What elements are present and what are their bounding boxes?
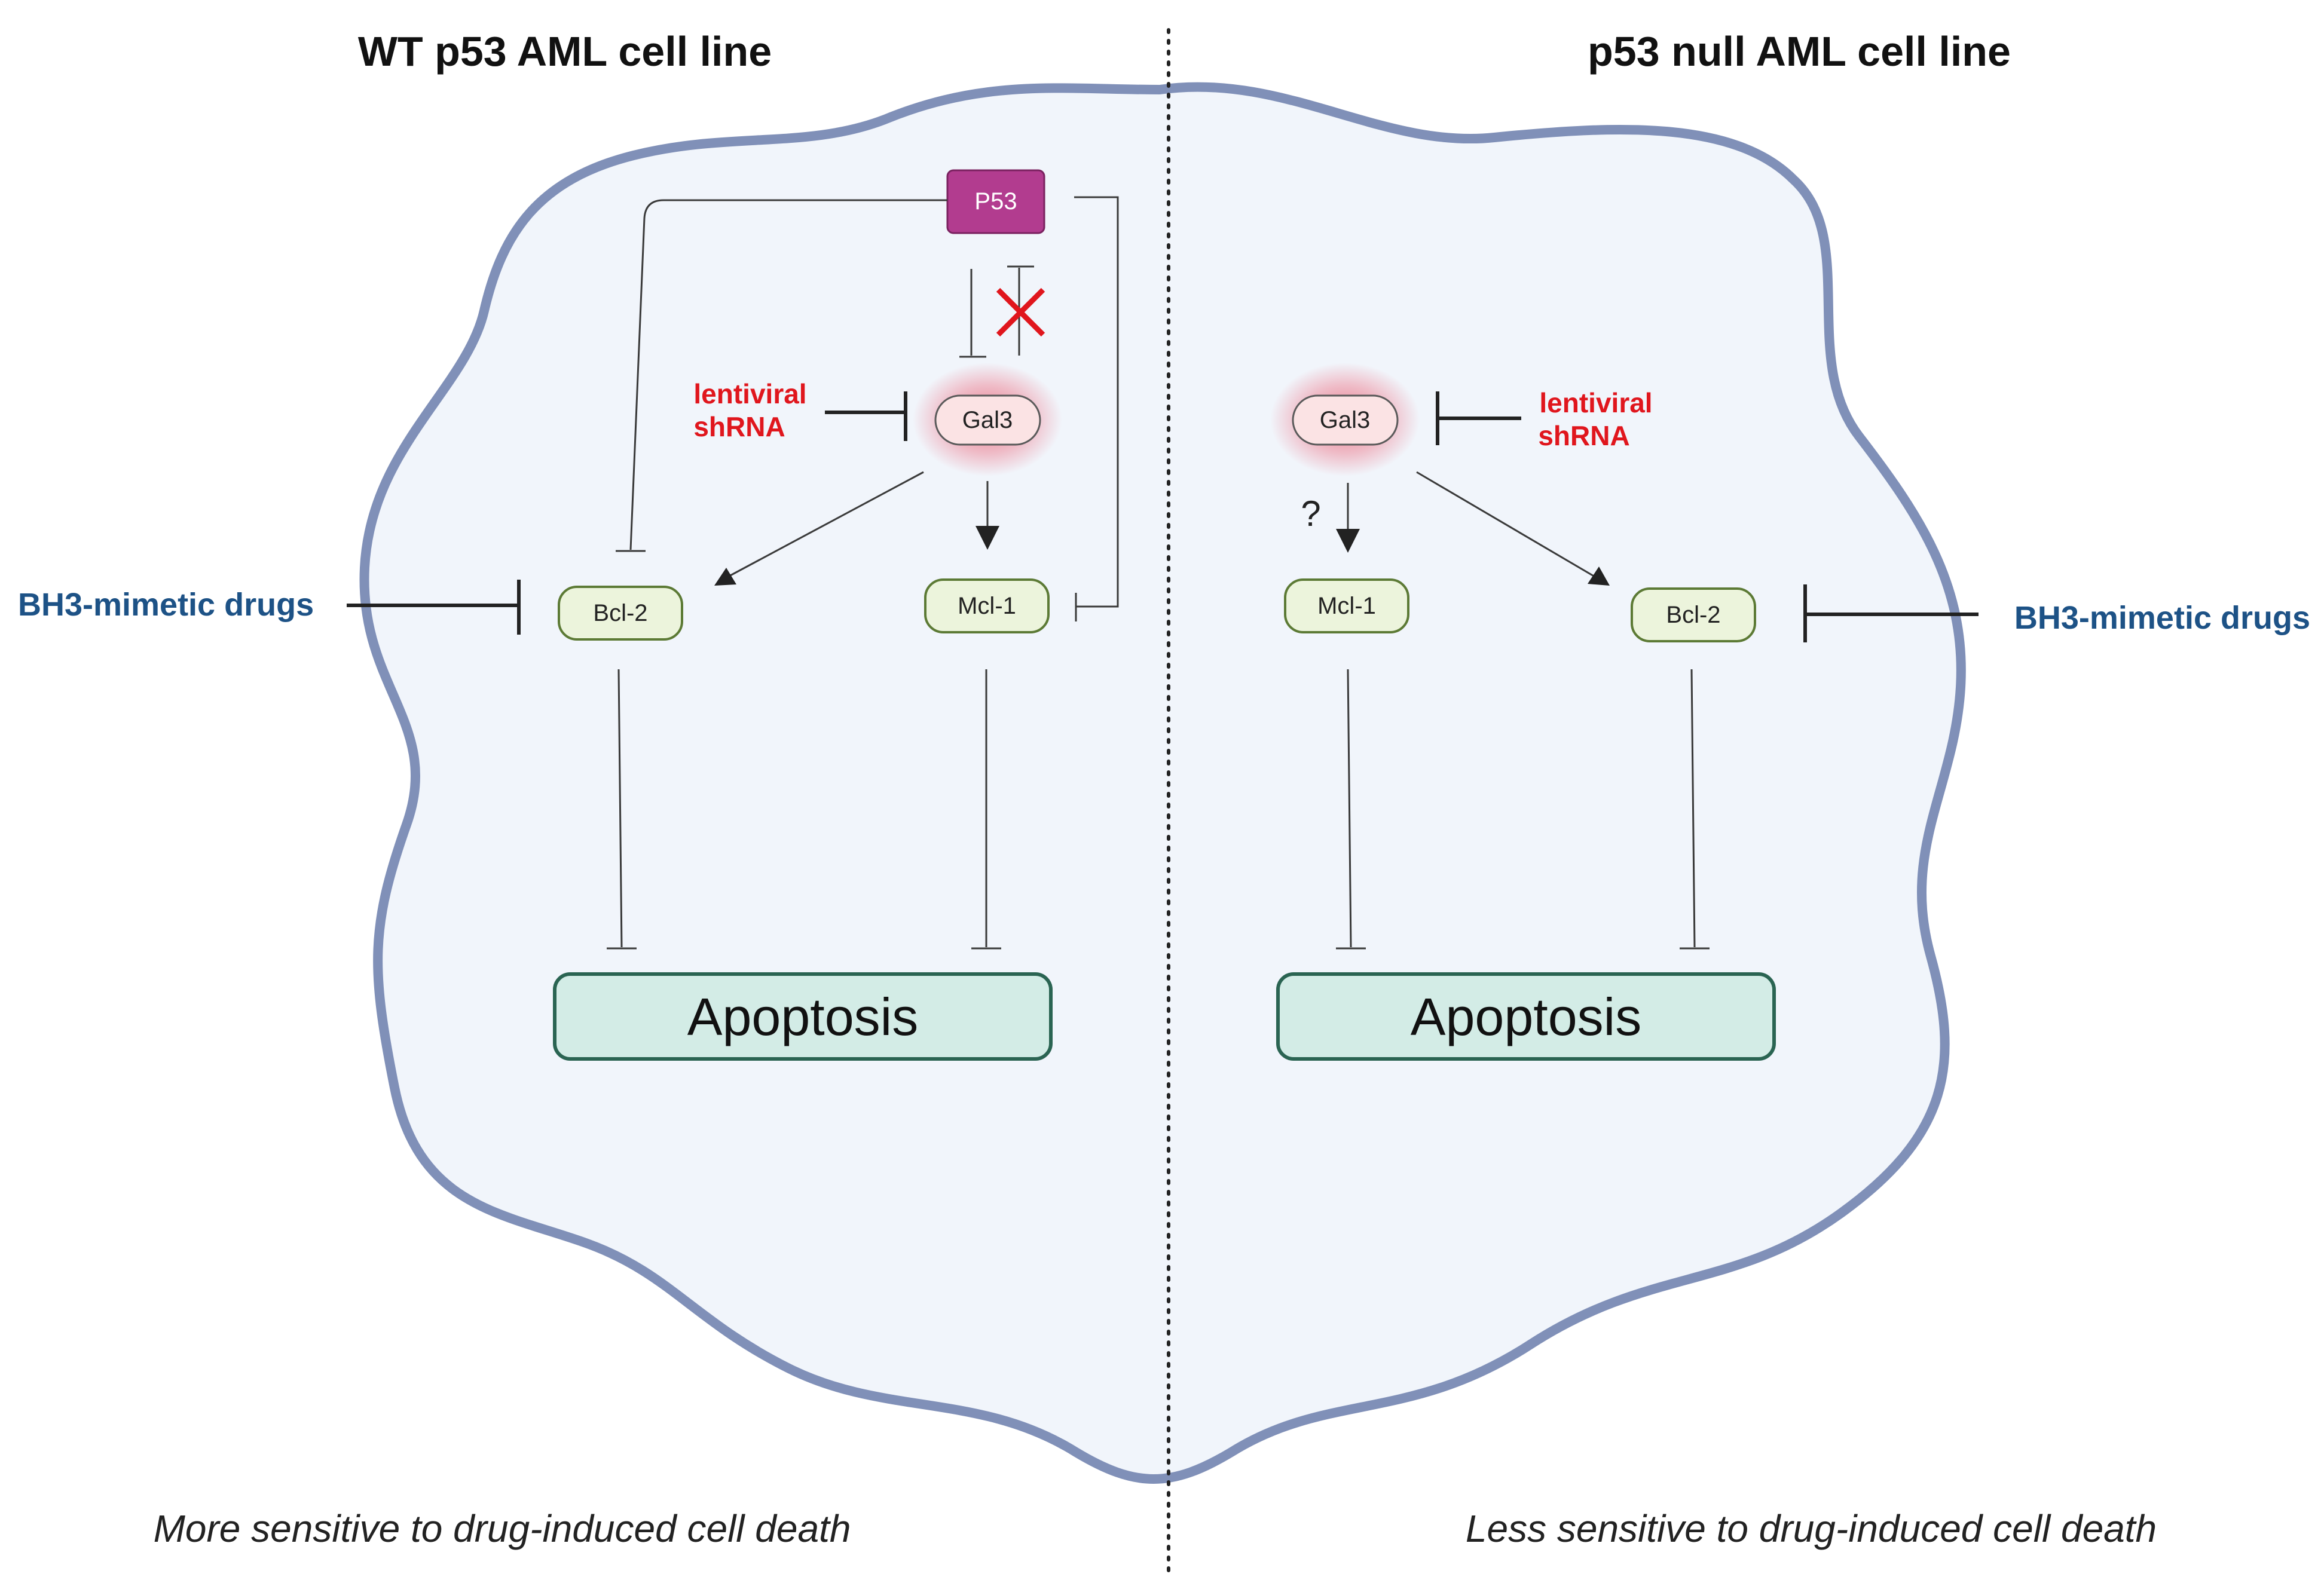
gal3-node-right: Gal3 [1270,363,1420,476]
apoptosis-label-left: Apoptosis [687,987,918,1046]
left-shrna-line1: lentiviral [693,378,806,409]
bcl2-node-left: Bcl-2 [558,586,683,641]
bcl2-label-right: Bcl-2 [1666,602,1720,628]
bcl2-node-right: Bcl-2 [1631,587,1756,642]
gal3-node-left: Gal3 [913,363,1062,476]
left-panel-caption: More sensitive to drug-induced cell deat… [154,1507,851,1550]
bcl2-inhibits-apoptosis-left [617,669,623,948]
mcl1-node-right: Mcl-1 [1284,578,1409,633]
gal3-to-bcl2-arrow-right [1416,471,1595,578]
gal3-bcl2-arrowhead [714,568,736,586]
gal3-label-right: Gal3 [1320,407,1371,433]
right-bh3-drug-label: BH3-mimetic drugs [2014,600,2310,636]
bcl2-inhibits-apoptosis-right [1690,669,1696,948]
left-shrna-line2: shRNA [693,411,785,442]
p53-label: P53 [974,188,1017,215]
right-shrna-line1: lentiviral [1539,387,1652,418]
apoptosis-node-right: Apoptosis [1276,972,1776,1061]
mcl1-inhibits-apoptosis-right [1347,669,1352,948]
mcl1-label-left: Mcl-1 [958,593,1016,619]
left-panel-title: WT p53 AML cell line [358,28,772,75]
bcl2-label-left: Bcl-2 [593,600,647,626]
cell-membrane [359,82,1966,1484]
p53-inhibits-mcl1-line [1074,196,1119,608]
mcl1-label-right: Mcl-1 [1317,593,1376,619]
left-bh3-drug-label: BH3-mimetic drugs [18,587,314,623]
right-panel-caption: Less sensitive to drug-induced cell deat… [1466,1507,2157,1550]
p53-inhibits-bcl2-line [629,199,947,550]
gal3-label-left: Gal3 [962,407,1013,433]
mcl1-node-left: Mcl-1 [924,578,1050,633]
gal3-bcl2-arrowhead-right [1588,567,1610,586]
apoptosis-node-left: Apoptosis [553,972,1053,1061]
gal3-mcl1-arrowhead-right [1336,529,1360,553]
gal3-mcl1-arrowhead [976,526,999,550]
right-panel-title: p53 null AML cell line [1588,28,2011,75]
gal3-to-bcl2-arrow [727,471,924,578]
p53-node: P53 [946,169,1045,234]
unknown-link-mark: ? [1301,494,1320,534]
right-shrna-line2: shRNA [1538,420,1629,451]
blocked-x-icon [996,287,1045,337]
apoptosis-label-right: Apoptosis [1411,987,1641,1046]
